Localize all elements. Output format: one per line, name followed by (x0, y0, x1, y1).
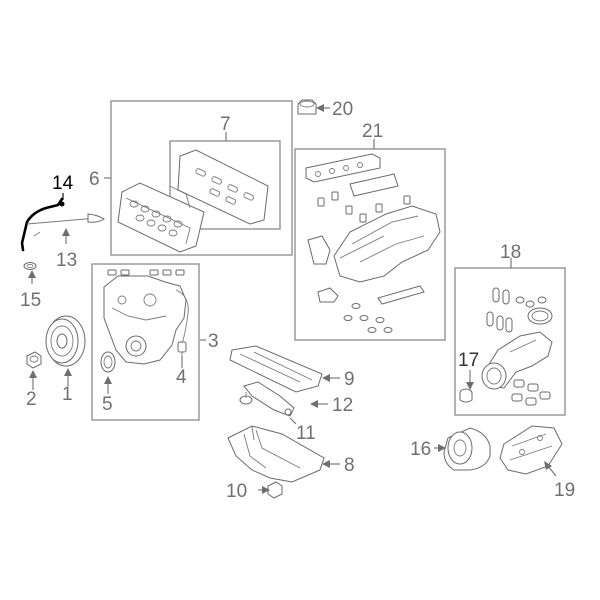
callout-14: 14 (52, 173, 74, 194)
timing-cover-part[interactable] (103, 269, 189, 365)
group-box-intake-manifold (294, 148, 446, 341)
front-seal-part[interactable] (100, 351, 116, 373)
group-box-timing-cover (91, 263, 200, 421)
oil-pan-drain-bolt-part[interactable] (267, 481, 283, 499)
oil-filter-part[interactable] (443, 427, 491, 471)
callout-21: 21 (362, 121, 383, 142)
callout-2: 2 (26, 389, 37, 410)
oil-pickup-tube-part[interactable] (239, 381, 295, 417)
callout-19: 19 (554, 480, 575, 501)
callout-1: 1 (62, 384, 73, 405)
intake-manifold-part[interactable] (305, 153, 441, 333)
pulley-bolt-part[interactable] (26, 351, 42, 369)
skid-plate-part[interactable] (499, 425, 563, 475)
valve-cover-part[interactable] (117, 182, 205, 253)
callout-16: 16 (410, 439, 431, 460)
callout-5: 5 (102, 394, 113, 415)
callout-20: 20 (332, 99, 353, 120)
group-box-gasket (169, 140, 281, 230)
callout-10: 10 (226, 481, 247, 502)
callout-4: 4 (176, 367, 187, 388)
callout-8: 8 (344, 455, 355, 476)
callout-18: 18 (500, 242, 521, 263)
callout-7: 7 (220, 114, 231, 135)
leader-lines (28, 104, 557, 494)
dipstick-handle-part[interactable] (26, 213, 105, 237)
drain-plug-part[interactable] (459, 388, 473, 403)
windage-tray-part[interactable] (229, 345, 323, 393)
callout-3: 3 (208, 331, 219, 352)
oil-filler-cap-part[interactable] (297, 99, 317, 115)
oil-pan-part[interactable] (227, 425, 325, 483)
seal-ring-part[interactable] (23, 262, 37, 270)
callout-17: 17 (458, 350, 479, 371)
oil-filter-housing-part[interactable] (481, 287, 553, 406)
valve-cover-gasket-part[interactable] (177, 149, 269, 225)
dipstick-tube-part[interactable] (20, 197, 65, 252)
callout-12: 12 (332, 395, 353, 416)
callout-11: 11 (296, 423, 316, 444)
sensor-part[interactable] (177, 341, 187, 358)
callout-15: 15 (20, 290, 41, 311)
callout-13: 13 (56, 250, 77, 271)
callout-6: 6 (89, 169, 100, 190)
group-box-oil-filter-housing (454, 267, 566, 416)
callout-9: 9 (344, 369, 355, 390)
crankshaft-pulley-part[interactable] (45, 315, 86, 367)
